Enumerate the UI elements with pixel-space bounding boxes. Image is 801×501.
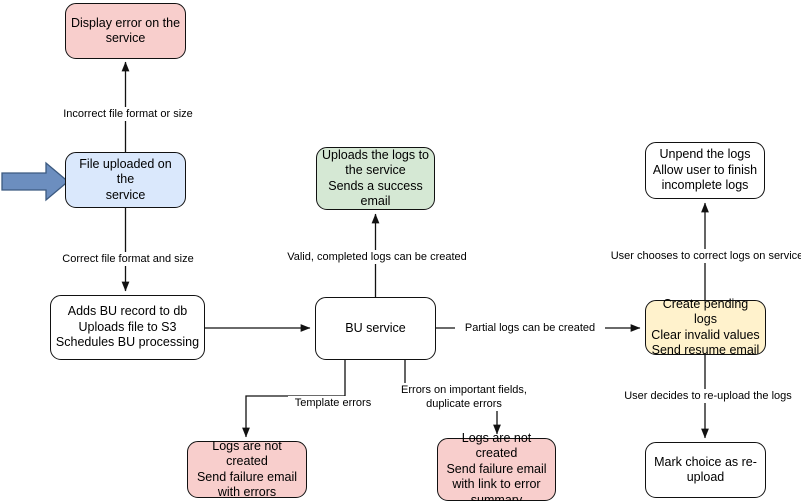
- edge-label-user-decides-reupload: User decides to re-upload the logs: [613, 389, 801, 403]
- edge-label-partial-logs: Partial logs can be created: [455, 321, 605, 335]
- node-create-pending-logs-label: Create pending logs Clear invalid values…: [651, 296, 760, 358]
- node-bu-service[interactable]: BU service: [315, 297, 436, 360]
- edge-label-errors-important-fields: Errors on important fields, duplicate er…: [390, 383, 538, 411]
- node-bu-service-label: BU service: [345, 320, 406, 335]
- node-display-error[interactable]: Display error on the service: [65, 3, 186, 59]
- node-adds-bu-record-label: Adds BU record to db Uploads file to S3 …: [55, 304, 200, 350]
- node-file-uploaded-label: File uploaded on the service: [79, 156, 172, 202]
- node-display-error-label: Display error on the service: [70, 15, 181, 46]
- node-logs-not-created-errors[interactable]: Logs are not created Send failure email …: [187, 438, 307, 500]
- node-file-uploaded[interactable]: File uploaded on the service: [65, 152, 186, 208]
- entry-block-arrow: [1, 161, 70, 202]
- node-logs-not-created-summary-label: Logs are not created Send failure email …: [446, 430, 547, 501]
- node-unpend-logs-label: Unpend the logs Allow user to finish inc…: [652, 147, 758, 193]
- node-adds-bu-record[interactable]: Adds BU record to db Uploads file to S3 …: [50, 295, 205, 360]
- node-uploads-logs-label: Uploads the logs to the service Sends a …: [321, 147, 429, 209]
- node-mark-choice-label: Mark choice as re- upload: [654, 454, 757, 485]
- edge-label-valid-completed-logs: Valid, completed logs can be created: [278, 250, 476, 264]
- node-mark-choice[interactable]: Mark choice as re- upload: [645, 442, 766, 498]
- node-uploads-logs[interactable]: Uploads the logs to the service Sends a …: [316, 147, 435, 210]
- node-logs-not-created-summary[interactable]: Logs are not created Send failure email …: [437, 431, 556, 501]
- edge-label-correct-format: Correct file format and size: [52, 252, 204, 266]
- edge-label-template-errors: Template errors: [288, 396, 378, 410]
- edge-label-user-chooses-correct: User chooses to correct logs on service: [607, 249, 801, 263]
- node-create-pending-logs[interactable]: Create pending logs Clear invalid values…: [645, 297, 766, 357]
- node-logs-not-created-errors-label: Logs are not created Send failure email …: [196, 438, 298, 500]
- edge-label-incorrect-format: Incorrect file format or size: [51, 107, 205, 121]
- node-unpend-logs[interactable]: Unpend the logs Allow user to finish inc…: [645, 142, 765, 199]
